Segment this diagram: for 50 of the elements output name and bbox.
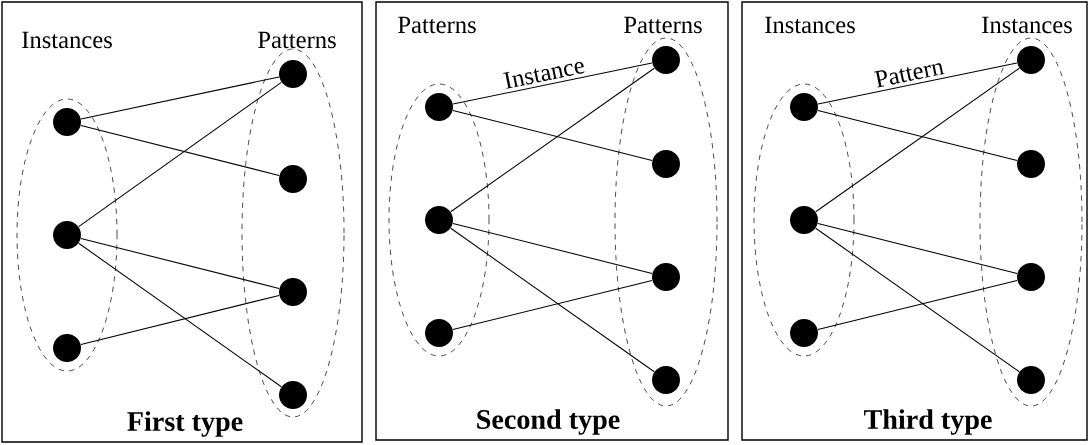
connector-line: [450, 227, 655, 373]
connector-line: [452, 109, 653, 162]
vertex-dot: [790, 206, 818, 234]
vertex-dot: [53, 221, 81, 249]
vertex-dot: [652, 263, 680, 291]
group-heading: Patterns: [624, 16, 702, 34]
panel-caption: Third type: [864, 409, 992, 435]
vertex-dot: [53, 334, 81, 362]
vertex-dot: [425, 319, 453, 347]
vertex-dot: [279, 381, 307, 409]
connector-line: [80, 124, 280, 176]
panel-caption: First type: [127, 411, 243, 437]
vertex-dot: [652, 150, 680, 178]
vertex-dot: [279, 165, 307, 193]
vertex-dot: [652, 46, 680, 74]
vertex-dot: [1017, 150, 1045, 178]
connector-line: [80, 294, 280, 346]
vertex-dot: [425, 93, 453, 121]
connector-line: [80, 76, 280, 120]
connector-line: [80, 237, 280, 289]
edge-label: Instance: [503, 61, 585, 89]
connector-line: [817, 109, 1018, 162]
group-heading: Patterns: [258, 31, 336, 49]
connector-line: [452, 279, 653, 331]
vertex-dot: [1017, 263, 1045, 291]
vertex-dot: [279, 60, 307, 88]
connector-line: [817, 62, 1018, 105]
group-heading: Instances: [765, 16, 855, 34]
vertex-dot: [1017, 366, 1045, 394]
connector-line: [817, 222, 1018, 275]
connector-line: [815, 67, 1020, 213]
vertex-dot: [652, 366, 680, 394]
vertex-dot: [53, 108, 81, 136]
connector-line: [815, 227, 1020, 373]
edge-label: Pattern: [874, 63, 945, 88]
connector-line: [452, 222, 653, 275]
vertex-dot: [279, 278, 307, 306]
group-heading: Patterns: [398, 16, 476, 34]
vertex-dot: [790, 319, 818, 347]
panel-caption: Second type: [477, 409, 620, 435]
connector-line: [78, 81, 282, 228]
connector-line: [78, 242, 282, 388]
connector-line: [450, 67, 655, 213]
connector-line: [452, 62, 653, 105]
vertex-dot: [1017, 46, 1045, 74]
group-heading: Instances: [982, 16, 1072, 34]
connector-line: [817, 279, 1018, 331]
vertex-dot: [425, 206, 453, 234]
group-heading: Instances: [22, 31, 112, 49]
vertex-dot: [790, 93, 818, 121]
